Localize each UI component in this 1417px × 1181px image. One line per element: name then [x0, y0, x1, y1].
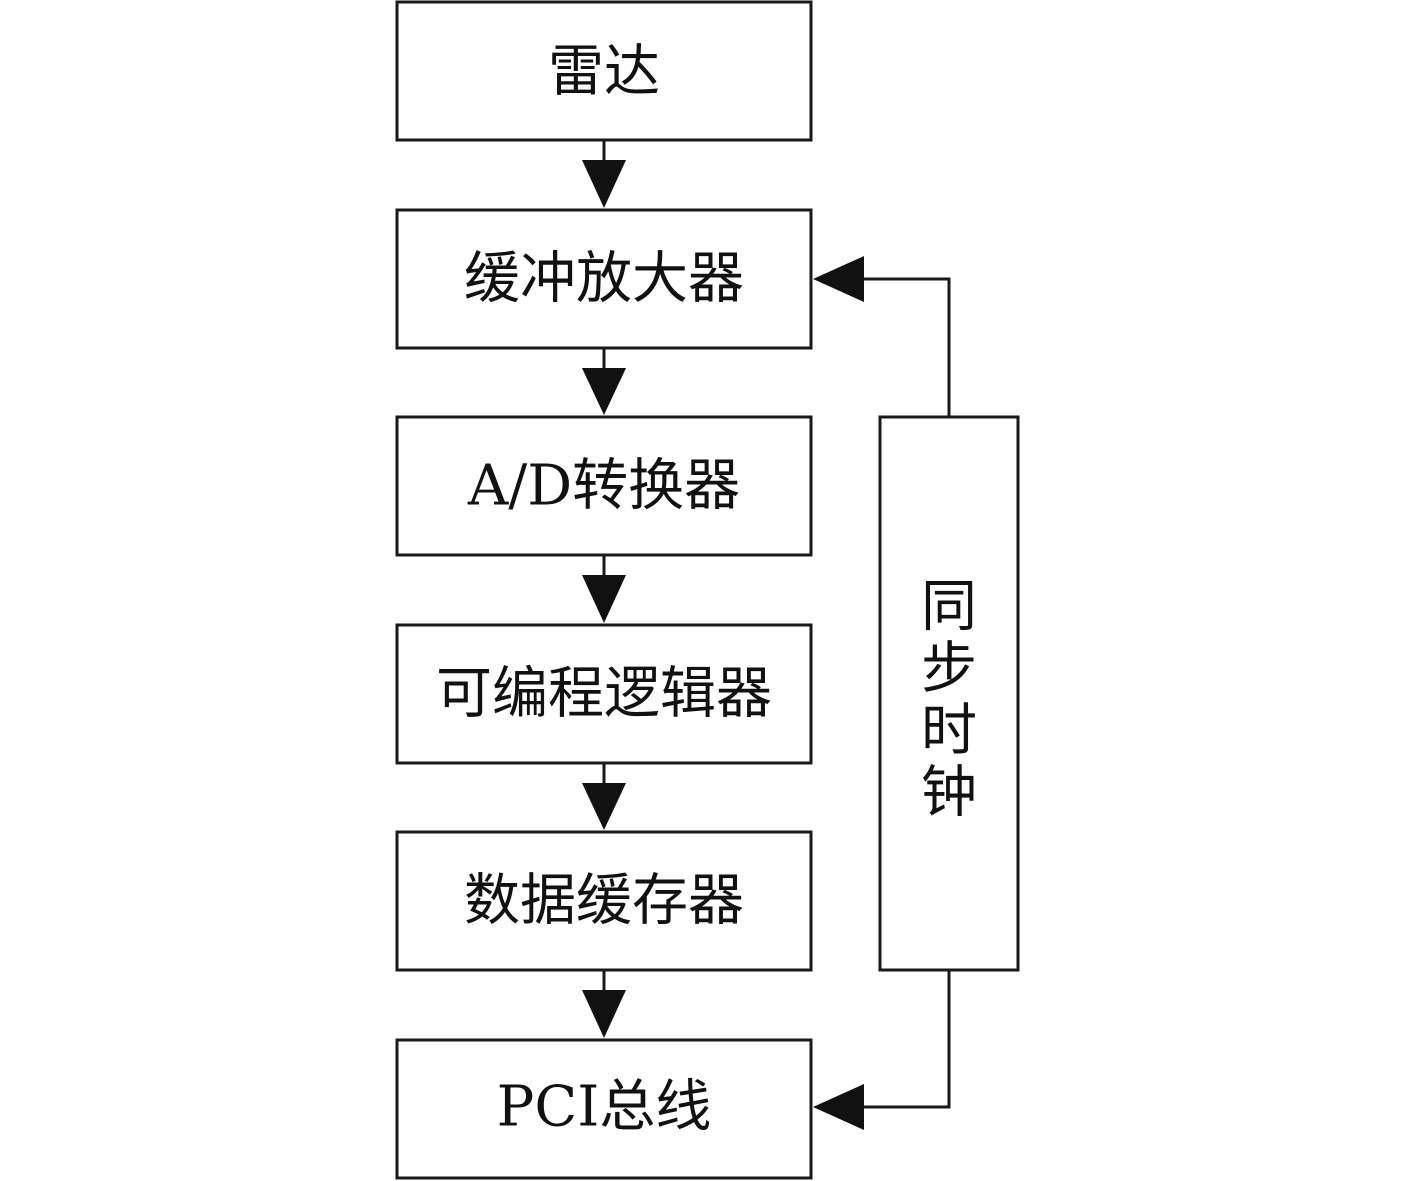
node-sync-clock-char-3: 时 [921, 699, 977, 764]
node-radar-label: 雷达 [548, 40, 660, 105]
node-sync-clock-char-1: 同 [921, 575, 977, 640]
arrowhead-left [813, 256, 864, 302]
edge-radar-to-buffer-amp [582, 140, 626, 208]
node-pci-bus-box [395, 1038, 813, 1180]
node-sync-clock-char-4: 钟 [921, 761, 977, 826]
edge-buffer-amp-to-ad-converter [582, 348, 626, 415]
node-pci-bus-label: PCI总线 [497, 1075, 712, 1140]
node-sync-clock: 同 步 时 钟 [878, 415, 1020, 972]
node-buffer-amp-label: 缓冲放大器 [464, 247, 744, 312]
node-pci-bus: PCI总线 [395, 1038, 813, 1180]
arrowhead-down [582, 783, 626, 830]
node-data-buffer: 数据缓存器 [395, 830, 813, 972]
node-pld-label: 可编程逻辑器 [436, 662, 772, 727]
node-data-buffer-label: 数据缓存器 [464, 869, 744, 934]
node-radar-box [395, 0, 813, 142]
node-ad-converter: A/D转换器 [395, 415, 813, 557]
arrowhead-down [582, 368, 626, 415]
arrowhead-down [582, 575, 626, 623]
arrowhead-down [582, 160, 626, 208]
node-buffer-amp-box [395, 208, 813, 350]
edge-sync-clock-to-buffer-amp [813, 256, 951, 417]
edge-data-buffer-to-pci-bus [582, 970, 626, 1038]
node-pld-box [395, 623, 813, 765]
node-sync-clock-char-2: 步 [921, 637, 977, 702]
edge-sync-clock-to-pci-bus [813, 970, 951, 1130]
node-buffer-amp: 缓冲放大器 [395, 208, 813, 350]
node-ad-converter-box [395, 415, 813, 557]
edge-ad-converter-to-pld [582, 555, 626, 623]
node-ad-converter-label: A/D转换器 [467, 454, 740, 519]
arrowhead-down [582, 990, 626, 1038]
arrowhead-left [813, 1084, 864, 1130]
edge-pld-to-data-buffer [582, 763, 626, 830]
node-sync-clock-box [878, 415, 1020, 972]
node-pld: 可编程逻辑器 [395, 623, 813, 765]
node-radar: 雷达 [395, 0, 813, 142]
